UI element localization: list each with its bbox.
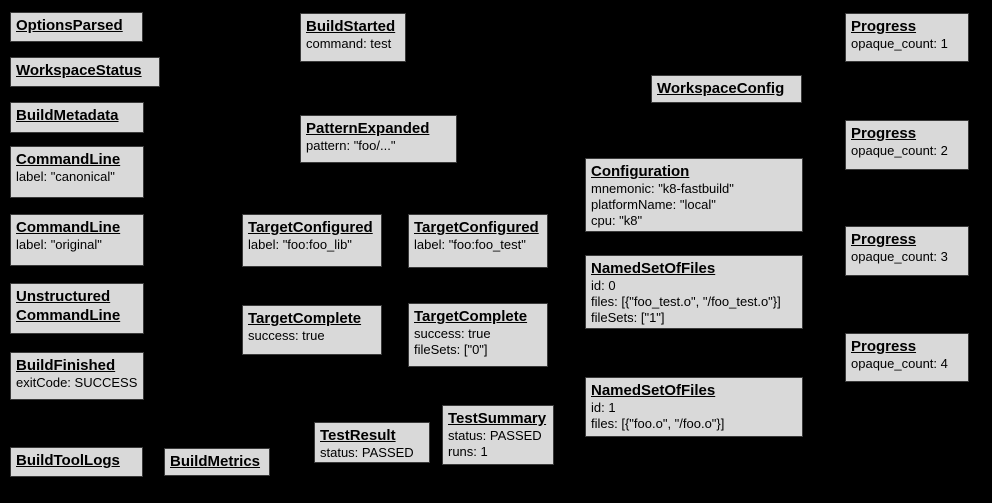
node-field: opaque_count: 4 — [851, 356, 948, 371]
node-field: status: PASSED — [320, 445, 414, 460]
node-field: runs: 1 — [448, 444, 488, 459]
node-field: label: "original" — [16, 237, 102, 252]
node-title: BuildToolLogs — [16, 452, 120, 469]
node-target-configured-lib: TargetConfigured label: "foo:foo_lib" — [242, 214, 382, 267]
node-field: success: true — [414, 326, 491, 341]
node-title: WorkspaceStatus — [16, 62, 142, 79]
node-field: files: [{"foo.o", "/foo.o"}] — [591, 416, 725, 431]
node-title: CommandLine — [16, 151, 121, 168]
node-build-finished: BuildFinished exitCode: SUCCESS — [10, 352, 144, 400]
node-build-metadata: BuildMetadata — [10, 102, 144, 133]
node-field: status: PASSED — [448, 428, 542, 443]
node-field: id: 1 — [591, 400, 616, 415]
node-title: BuildMetrics — [170, 453, 261, 470]
node-command-line-original: CommandLine label: "original" — [10, 214, 144, 266]
node-field: pattern: "foo/..." — [306, 138, 396, 153]
node-field: fileSets: ["0"] — [414, 342, 488, 357]
node-field: opaque_count: 2 — [851, 143, 948, 158]
node-field: command: test — [306, 36, 392, 51]
node-progress-4: Progress opaque_count: 4 — [845, 333, 969, 382]
node-progress-3: Progress opaque_count: 3 — [845, 226, 969, 276]
node-field: success: true — [248, 328, 325, 343]
node-target-complete-test: TargetComplete success: true fileSets: [… — [408, 303, 548, 367]
node-title: NamedSetOfFiles — [591, 382, 716, 399]
node-title: TargetConfigured — [414, 219, 539, 236]
node-build-metrics: BuildMetrics — [164, 448, 270, 476]
node-test-result: TestResult status: PASSED — [314, 422, 430, 463]
node-title: TestSummary — [448, 410, 547, 427]
node-field: mnemonic: "k8-fastbuild" — [591, 181, 734, 196]
node-title: Configuration — [591, 163, 690, 180]
node-field: label: "foo:foo_test" — [414, 237, 526, 252]
node-field: exitCode: SUCCESS — [16, 375, 138, 390]
node-title: TestResult — [320, 427, 396, 444]
node-field: cpu: "k8" — [591, 213, 643, 228]
node-field: opaque_count: 1 — [851, 36, 948, 51]
node-title: BuildStarted — [306, 18, 396, 35]
node-workspace-status: WorkspaceStatus — [10, 57, 160, 87]
node-build-started: BuildStarted command: test — [300, 13, 406, 62]
node-title: Progress — [851, 231, 917, 248]
node-target-complete-lib: TargetComplete success: true — [242, 305, 382, 355]
node-workspace-config: WorkspaceConfig — [651, 75, 802, 103]
node-field: files: [{"foo_test.o", "/foo_test.o"}] — [591, 294, 781, 309]
node-title: WorkspaceConfig — [657, 80, 785, 97]
node-named-set-of-files-1: NamedSetOfFiles id: 1 files: [{"foo.o", … — [585, 377, 803, 437]
node-field: label: "foo:foo_lib" — [248, 237, 352, 252]
node-test-summary: TestSummary status: PASSED runs: 1 — [442, 405, 554, 465]
node-field: fileSets: ["1"] — [591, 310, 665, 325]
node-command-line-canonical: CommandLine label: "canonical" — [10, 146, 144, 198]
node-title: BuildMetadata — [16, 107, 119, 124]
node-title: PatternExpanded — [306, 120, 430, 137]
node-title: Unstructured — [16, 288, 111, 305]
node-title: CommandLine — [16, 307, 121, 324]
node-build-tool-logs: BuildToolLogs — [10, 447, 143, 477]
node-field: label: "canonical" — [16, 169, 115, 184]
node-title: Progress — [851, 18, 917, 35]
node-progress-2: Progress opaque_count: 2 — [845, 120, 969, 170]
node-title: NamedSetOfFiles — [591, 260, 716, 277]
node-title: BuildFinished — [16, 357, 116, 374]
node-title: Progress — [851, 338, 917, 355]
node-title: TargetComplete — [248, 310, 362, 327]
node-field: id: 0 — [591, 278, 616, 293]
node-progress-1: Progress opaque_count: 1 — [845, 13, 969, 62]
node-pattern-expanded: PatternExpanded pattern: "foo/..." — [300, 115, 457, 163]
node-target-configured-test: TargetConfigured label: "foo:foo_test" — [408, 214, 548, 268]
node-title: TargetConfigured — [248, 219, 373, 236]
node-unstructured-command-line: Unstructured CommandLine — [10, 283, 144, 334]
node-options-parsed: OptionsParsed — [10, 12, 143, 42]
node-title: OptionsParsed — [16, 17, 123, 34]
node-field: opaque_count: 3 — [851, 249, 948, 264]
node-title: TargetComplete — [414, 308, 528, 325]
node-named-set-of-files-0: NamedSetOfFiles id: 0 files: [{"foo_test… — [585, 255, 803, 329]
node-configuration: Configuration mnemonic: "k8-fastbuild" p… — [585, 158, 803, 232]
node-field: platformName: "local" — [591, 197, 716, 212]
node-title: Progress — [851, 125, 917, 142]
node-title: CommandLine — [16, 219, 121, 236]
